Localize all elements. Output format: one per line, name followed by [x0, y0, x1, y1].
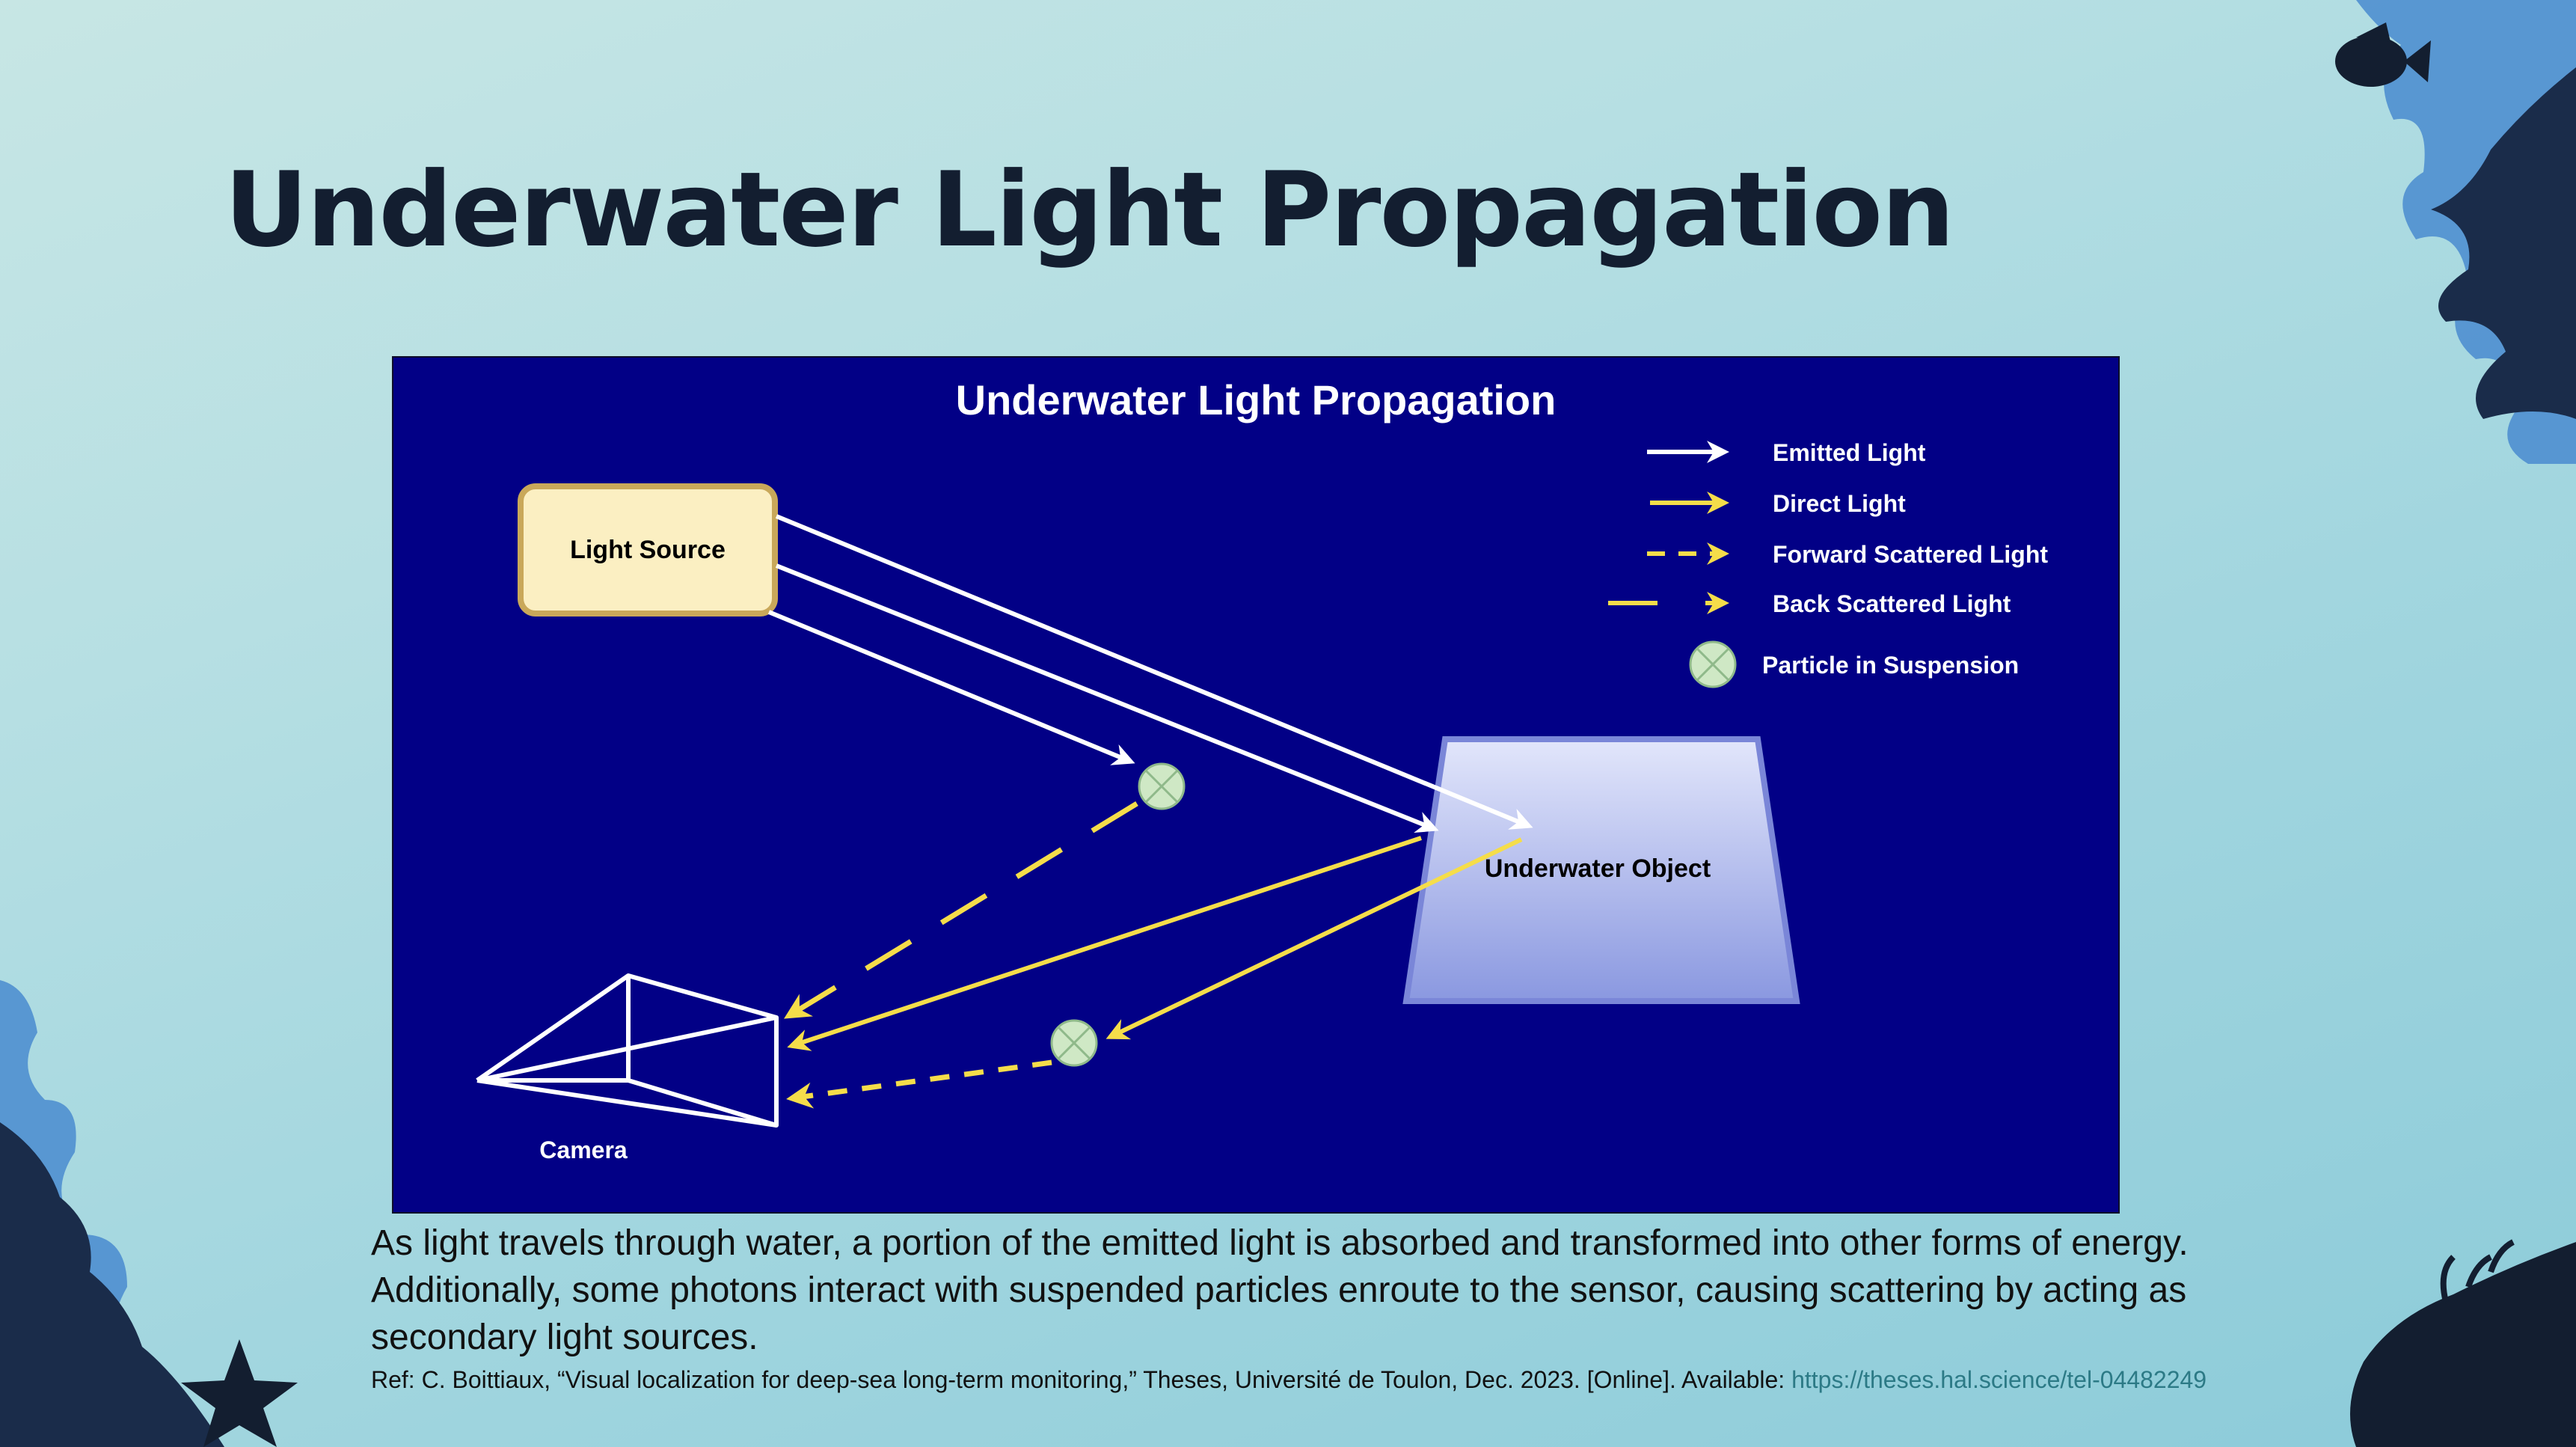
direct-light-ray-1: [787, 836, 1422, 1051]
slide-title: Underwater Light Propagation: [224, 150, 1954, 270]
reference-link[interactable]: https://theses.hal.science/tel-04482249: [1791, 1366, 2207, 1393]
seaweed-top-right: [2431, 67, 2576, 419]
light-propagation-diagram: Underwater Light Propagation Light Sourc…: [476, 376, 2048, 1163]
fish-icon: [2335, 22, 2431, 87]
emitted-light-rays: [767, 514, 1533, 833]
underwater-object-shape: [1402, 736, 1800, 1004]
back-scattered-ray: [784, 801, 1138, 1019]
camera-label: Camera: [539, 1137, 628, 1163]
coral-bottom-right: [2350, 1239, 2576, 1447]
reference: Ref: C. Boittiaux, “Visual localization …: [371, 1366, 2540, 1394]
particle-upper: [1138, 762, 1186, 810]
underwater-object-label: Underwater Object: [1485, 854, 1711, 883]
direct-light-ray-2: [1105, 837, 1523, 1040]
legend-label-direct: Direct Light: [1773, 490, 1906, 517]
emitted-ray-1: [775, 514, 1533, 830]
slide-caption: As light travels through water, a portio…: [371, 1223, 2189, 1357]
underwater-object: Underwater Object: [1402, 736, 1800, 1004]
legend: Emitted Light Direct Light Forward Scatt…: [1608, 439, 2048, 688]
emitted-ray-3: [767, 610, 1135, 765]
light-source-label: Light Source: [570, 536, 726, 564]
legend-item-particle: Particle in Suspension: [1689, 640, 2019, 688]
legend-item-back-scattered: Back Scattered Light: [1608, 590, 2011, 617]
coral-bottom-left: [0, 980, 194, 1447]
legend-label-back-scattered: Back Scattered Light: [1773, 590, 2011, 617]
light-source-box: [518, 483, 778, 617]
camera-icon: [476, 973, 779, 1128]
legend-item-direct: Direct Light: [1650, 490, 1906, 517]
diagram-title: Underwater Light Propagation: [956, 376, 1557, 423]
emitted-ray-2: [775, 563, 1439, 833]
forward-scattered-ray: [786, 1059, 1052, 1109]
legend-label-particle: Particle in Suspension: [1762, 652, 2019, 679]
reference-text: Ref: C. Boittiaux, “Visual localization …: [371, 1366, 1792, 1393]
diagram-panel: Underwater Light Propagation Light Sourc…: [392, 356, 2120, 1214]
starfish-icon: [181, 1339, 298, 1447]
coral-top-right: [2356, 0, 2576, 464]
legend-label-emitted: Emitted Light: [1773, 439, 1926, 466]
light-source: Light Source: [518, 483, 778, 617]
particle-lower: [1050, 1019, 1098, 1067]
legend-item-forward-scattered: Forward Scattered Light: [1647, 541, 2048, 568]
legend-label-forward-scattered: Forward Scattered Light: [1773, 541, 2048, 568]
seaweed-bottom-left: [0, 1122, 224, 1447]
legend-item-emitted: Emitted Light: [1647, 439, 1926, 466]
